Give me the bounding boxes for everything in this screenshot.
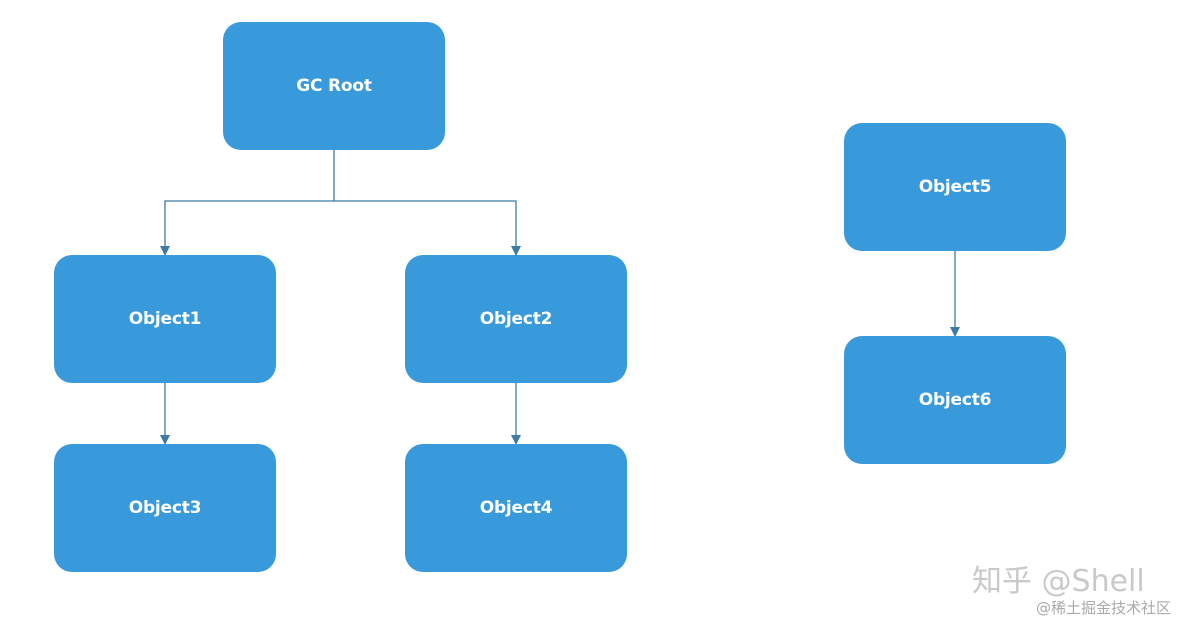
watermark-juejin: @稀土掘金技术社区: [1036, 599, 1172, 617]
watermark-zhihu: 知乎 @Shell: [972, 564, 1145, 599]
edge-root-to-obj2: [334, 200, 521, 256]
edge-root-to-obj1: [160, 200, 334, 256]
node-object3: Object3: [54, 444, 276, 572]
node-object6: Object6: [844, 336, 1066, 464]
node-object1: Object1: [54, 255, 276, 383]
node-gc-root: GC Root: [223, 22, 445, 150]
node-object2: Object2: [405, 255, 627, 383]
node-object5: Object5: [844, 123, 1066, 251]
node-object4: Object4: [405, 444, 627, 572]
